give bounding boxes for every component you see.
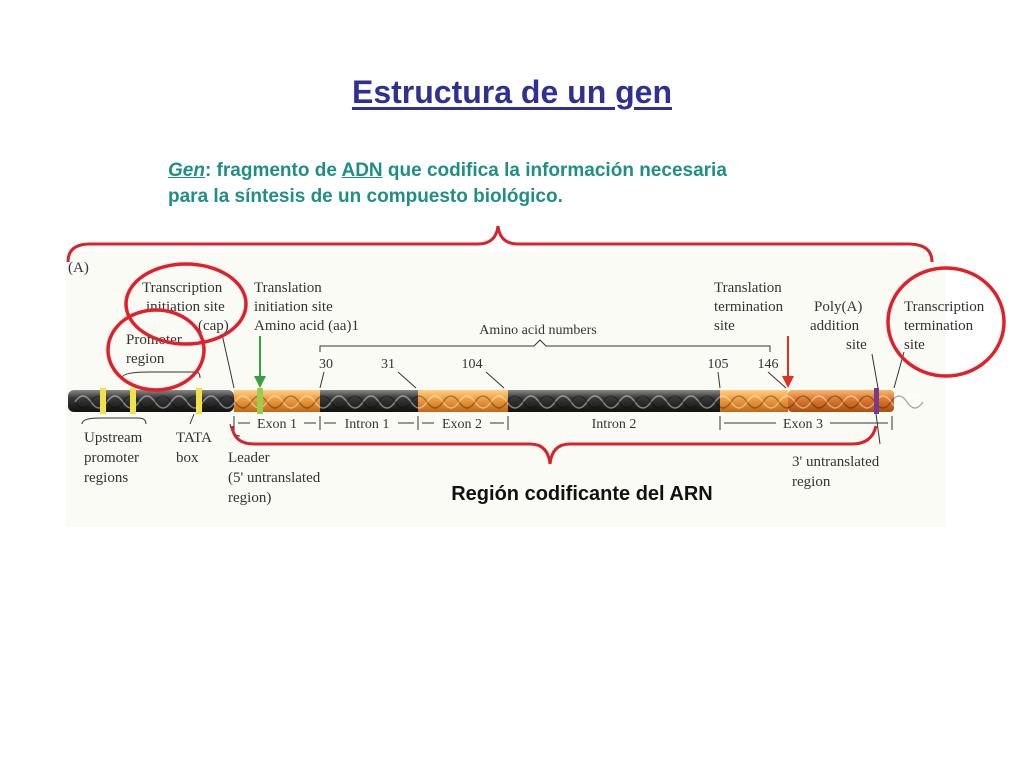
leader-line-1: Leader — [228, 450, 270, 466]
translation-initiation-line-2: initiation site — [254, 299, 333, 315]
transcription-initiation-line-2: initiation site — [146, 299, 225, 315]
figure-background — [66, 252, 946, 527]
segment-row — [233, 416, 893, 430]
aa-number-30: 30 — [319, 357, 333, 372]
segment-exon-2: Exon 2 — [442, 417, 482, 432]
aa-number-146: 146 — [758, 357, 779, 372]
leader-line-3: region) — [228, 490, 271, 506]
leader-line-2: (5' untranslated — [228, 470, 321, 486]
aa-number-pointers — [319, 371, 787, 389]
definition-text-2: que codifica la información necesaria — [382, 160, 727, 181]
gene-brace — [66, 225, 934, 263]
highlight-circles — [106, 262, 1006, 392]
translation-stop-arrow — [782, 336, 794, 388]
utr3-line-2: region — [792, 474, 831, 490]
tata-box-line-1: TATA — [176, 430, 212, 446]
aa-number-104: 104 — [462, 357, 483, 372]
lower-braces — [81, 413, 881, 445]
upstream-promoter-line-3: regions — [84, 470, 128, 486]
definition-line-2: para la síntesis de un compuesto biológi… — [168, 186, 563, 207]
polya-line-3: site — [846, 337, 867, 353]
translation-initiation-line-3: Amino acid (aa)1 — [254, 318, 359, 334]
highlight-circle-transcription-termination — [886, 266, 1006, 378]
upstream-promoter-line-2: promoter — [84, 450, 139, 466]
definition-term: Gen — [168, 160, 205, 181]
transcription-termination-line-2: termination — [904, 318, 974, 334]
aa-number-105: 105 — [708, 357, 729, 372]
utr3-line-1: 3' untranslated — [792, 454, 880, 470]
amino-acid-numbers-bracket — [319, 339, 771, 352]
transcription-termination-line-1: Transcription — [904, 299, 985, 315]
segment-exon-1: Exon 1 — [257, 417, 297, 432]
segment-exon-3: Exon 3 — [783, 417, 823, 432]
aa-number-31: 31 — [381, 357, 395, 372]
upstream-promoter-line-1: Upstream — [84, 430, 143, 446]
polya-line-2: addition — [810, 318, 860, 334]
translation-start-arrow — [254, 336, 266, 388]
segment-intron-1: Intron 1 — [345, 417, 390, 432]
promoter-region-line-1: Promoter — [126, 332, 182, 348]
translation-initiation-line-1: Translation — [254, 280, 322, 296]
polya-line-1: Poly(A) — [814, 299, 862, 315]
highlight-circle-promoter — [106, 308, 206, 392]
translation-termination-line-2: termination — [714, 299, 784, 315]
dna-rod — [68, 388, 924, 414]
transcription-initiation-line-1: Transcription — [142, 280, 223, 296]
coding-region-brace — [230, 425, 878, 465]
panel-label: (A) — [68, 260, 89, 276]
coding-region-label: Región codificante del ARN — [451, 483, 713, 505]
slide-title: Estructura de un gen — [351, 74, 673, 110]
tata-box-line-2: box — [176, 450, 199, 466]
translation-termination-line-1: Translation — [714, 280, 782, 296]
highlight-circle-transcription-initiation — [124, 262, 248, 346]
transcription-initiation-line-3: (cap) — [198, 318, 229, 334]
promoter-region-line-2: region — [126, 351, 165, 367]
translation-termination-line-3: site — [714, 318, 735, 334]
segment-intron-2: Intron 2 — [592, 417, 637, 432]
definition-link-adn[interactable]: ADN — [341, 160, 383, 181]
amino-acid-numbers-label: Amino acid numbers — [479, 323, 596, 338]
definition-text-1: : fragmento de — [204, 160, 342, 181]
gene-definition: Gen: fragmento de ADN que codifica la in… — [168, 158, 868, 210]
transcription-termination-line-3: site — [904, 337, 925, 353]
